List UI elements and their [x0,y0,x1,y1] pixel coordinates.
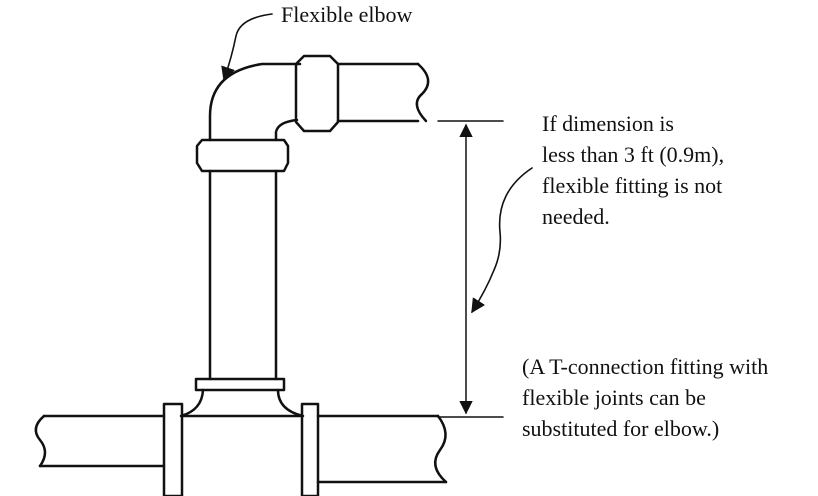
dimension-note: If dimension is less than 3 ft (0.9m), f… [542,108,724,232]
dimension-note-line: less than 3 ft (0.9m), [542,142,725,167]
tee-note-line: (A T-connection fitting with [522,354,769,379]
dimension-leader-arrow [471,167,533,314]
dimension-note-line: needed. [542,204,610,229]
flexible-elbow-label: Flexible elbow [281,2,413,27]
riser-flange [194,377,286,392]
main-horizontal-pipe [34,414,448,484]
tee-note-line: flexible joints can be [522,385,706,410]
tee-body [179,388,305,418]
upper-horizontal-pipe [336,62,430,123]
tee-right-flange [300,402,320,496]
elbow-leader-arrow [221,13,273,82]
tee-connection-note: (A T-connection fitting with flexible jo… [522,351,768,444]
upper-nut [195,138,290,173]
flexible-elbow-fitting [208,62,302,142]
elbow-coupling [294,54,340,133]
vertical-riser-pipe [208,169,278,381]
dimension-note-line: flexible fitting is not [542,173,723,198]
tee-left-flange [162,402,184,496]
dimension-marker [437,120,504,418]
tee-note-line: substituted for elbow.) [522,416,720,441]
dimension-note-line: If dimension is [542,111,674,136]
